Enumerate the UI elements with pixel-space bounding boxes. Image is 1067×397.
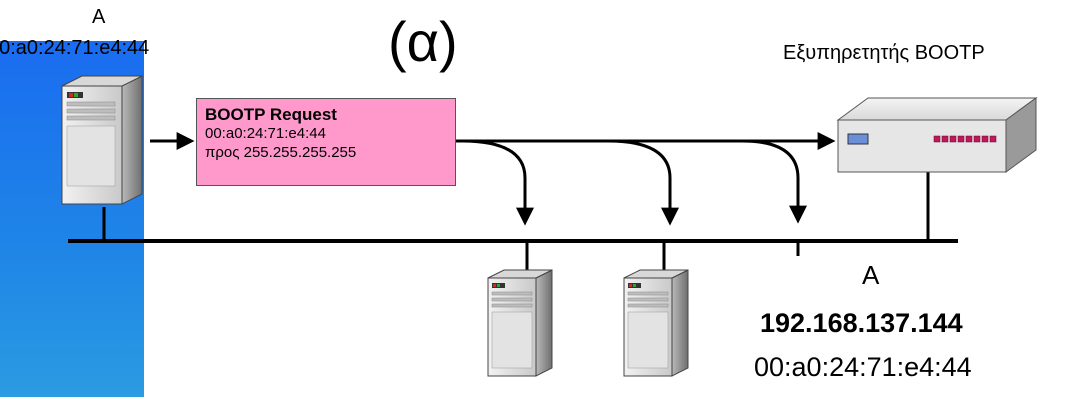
server-label: Εξυπηρετητής BOOTP <box>783 42 985 64</box>
bootp-request-packet: BOOTP Request 00:a0:24:71:e4:44 προς 255… <box>196 98 456 186</box>
host-b-computer-icon <box>487 269 553 377</box>
host-c-computer-icon <box>623 269 689 377</box>
result-mac: 00:a0:24:71:e4:44 <box>754 352 972 382</box>
host-a-label: A <box>92 6 106 28</box>
result-host-label: A <box>862 260 880 290</box>
packet-source-mac: 00:a0:24:71:e4:44 <box>205 125 326 143</box>
broadcast-arrow-2 <box>607 139 679 226</box>
host-a-mac: 00:a0:24:71:e4:44 <box>0 37 150 59</box>
bootp-server-icon <box>836 97 1038 173</box>
panel-label: (α) <box>388 10 458 73</box>
host-a-computer-icon <box>61 75 143 205</box>
packet-destination: προς 255.255.255.255 <box>205 144 357 161</box>
broadcast-arrow-1 <box>461 139 534 226</box>
broadcast-arrow-3 <box>741 139 807 224</box>
packet-title: BOOTP Request <box>205 105 337 124</box>
result-ip-address: 192.168.137.144 <box>760 308 963 338</box>
